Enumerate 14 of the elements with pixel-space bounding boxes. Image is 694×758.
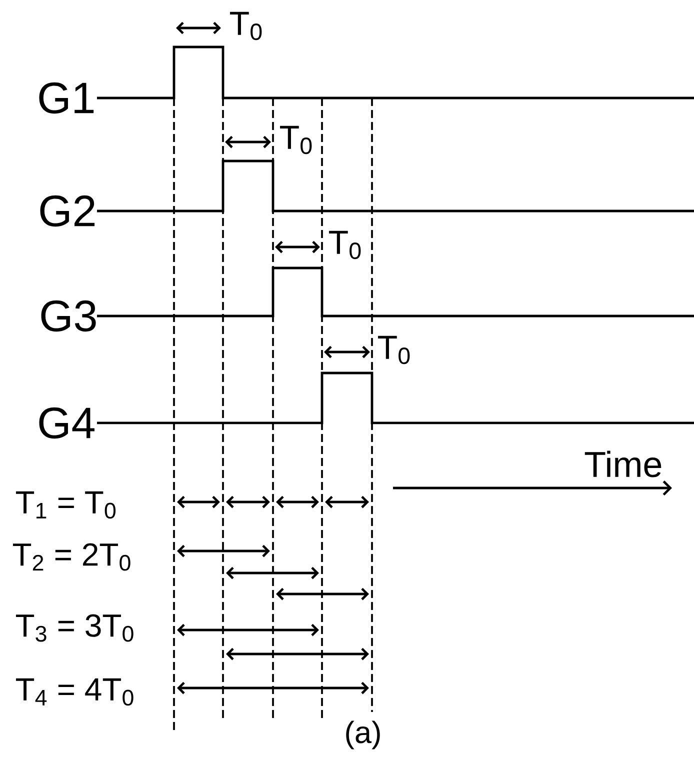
interval-label: T$_{3}$ = 3T$_{0}$ — [16, 614, 134, 642]
interval-label: T$_{2}$ = 2T$_{0}$ — [12, 543, 130, 571]
signal-label: G4 — [39, 407, 94, 439]
pulse-width-label: T$_{0}$ — [329, 230, 361, 260]
caption: (a) — [346, 720, 380, 750]
pulse-width-label: T$_{0}$ — [230, 12, 262, 40]
pulse-width-label: T$_{0}$ — [280, 126, 312, 154]
pulse-width-label: T$_{0}$ — [378, 336, 410, 364]
signal-label: G1 — [39, 82, 94, 114]
signal-label: G3 — [41, 300, 96, 332]
axis-label: Time — [584, 450, 662, 478]
interval-label: T$_{4}$ = 4T$_{0}$ — [16, 678, 134, 706]
signal-label: G2 — [40, 195, 95, 227]
interval-label: T$_{1}$ = T$_{0}$ — [16, 491, 116, 519]
